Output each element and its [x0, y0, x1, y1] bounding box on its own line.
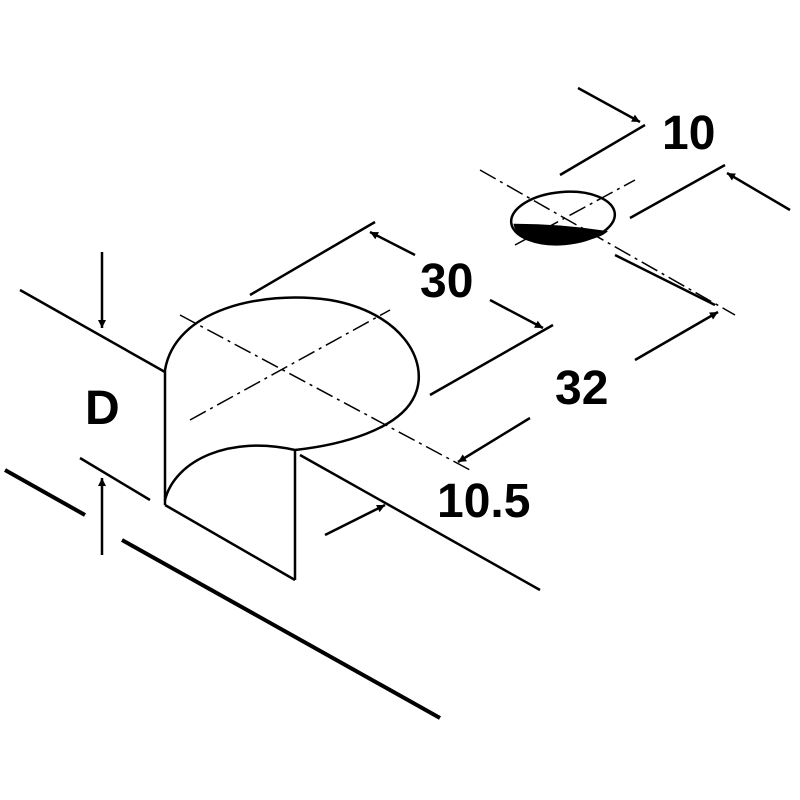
dimension-offset: 10.5: [437, 475, 531, 528]
panel-edge: [121, 538, 441, 720]
panel-top-edge: [19, 288, 166, 374]
cup-top-arc: [163, 296, 420, 452]
hole: [509, 190, 617, 246]
cup-inner-arc: [163, 444, 296, 501]
dimension-hole-diameter: 10: [662, 107, 716, 160]
panel-edge: [4, 468, 86, 517]
dimension-depth: D: [85, 382, 120, 435]
dimension-bore-diameter: 30: [420, 255, 474, 308]
dimension-spacing: 32: [555, 362, 609, 415]
